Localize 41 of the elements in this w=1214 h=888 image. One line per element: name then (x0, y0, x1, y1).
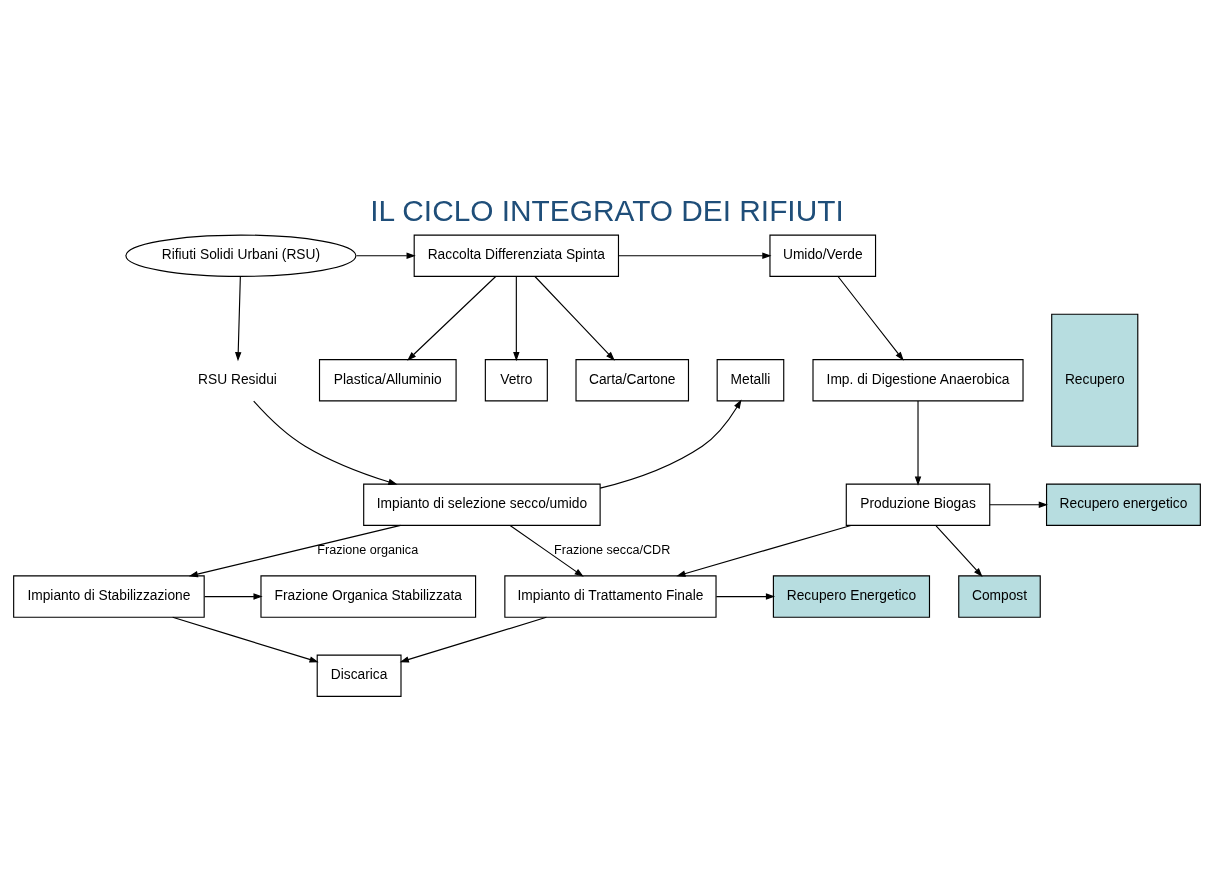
node-box: Recupero Energetico (772, 574, 931, 618)
arrow (509, 524, 584, 577)
arrow (356, 252, 416, 259)
node-box: Impianto di Stabilizzazione (13, 574, 205, 618)
arrow (935, 524, 983, 577)
arrow (534, 275, 615, 361)
node-text: RSU Residui (198, 371, 277, 387)
node-ellipse: Rifiuti Solidi Urbani (RSU) (125, 233, 357, 277)
node-box: Compost (958, 574, 1041, 618)
arrow (235, 275, 242, 361)
arrow (618, 252, 772, 259)
arrow (204, 592, 263, 600)
node-box: Carta/Cartone (575, 358, 690, 401)
node-box: Recupero energetico (1045, 483, 1201, 526)
node-box: Impianto di selezione secco/umido (363, 483, 601, 526)
node-box: Recupero (1051, 313, 1139, 447)
arrow (914, 399, 922, 486)
arrow (513, 275, 520, 361)
arrow (676, 524, 852, 577)
edge-label: Frazione organica (317, 542, 419, 557)
node-box: Vetro (484, 358, 548, 401)
node-box: Plastica/Alluminio (318, 358, 457, 401)
arrow (715, 592, 776, 600)
node-box: Discarica (316, 654, 402, 697)
arrow (188, 524, 402, 577)
node-box: Frazione Organica Stabilizzata (260, 574, 477, 618)
arrow (599, 398, 742, 489)
diagram-title: IL CICLO INTEGRATO DEI RIFIUTI (370, 193, 844, 227)
node-box: Metalli (716, 358, 785, 401)
arrow (407, 275, 497, 361)
node-box: Umido/Verde (769, 233, 877, 277)
node-box: Produzione Biogas (845, 483, 991, 526)
arrow (989, 501, 1048, 508)
arrow (253, 400, 398, 485)
node-box: Imp. di Digestione Anaerobica (812, 358, 1024, 401)
arrow (172, 616, 319, 663)
arrow (837, 275, 904, 361)
node-box: Raccolta Differenziata Spinta (413, 233, 620, 277)
node-box: Impianto di Trattamento Finale (504, 574, 717, 618)
arrow (399, 616, 547, 663)
edge-label: Frazione secca/CDR (554, 542, 671, 557)
